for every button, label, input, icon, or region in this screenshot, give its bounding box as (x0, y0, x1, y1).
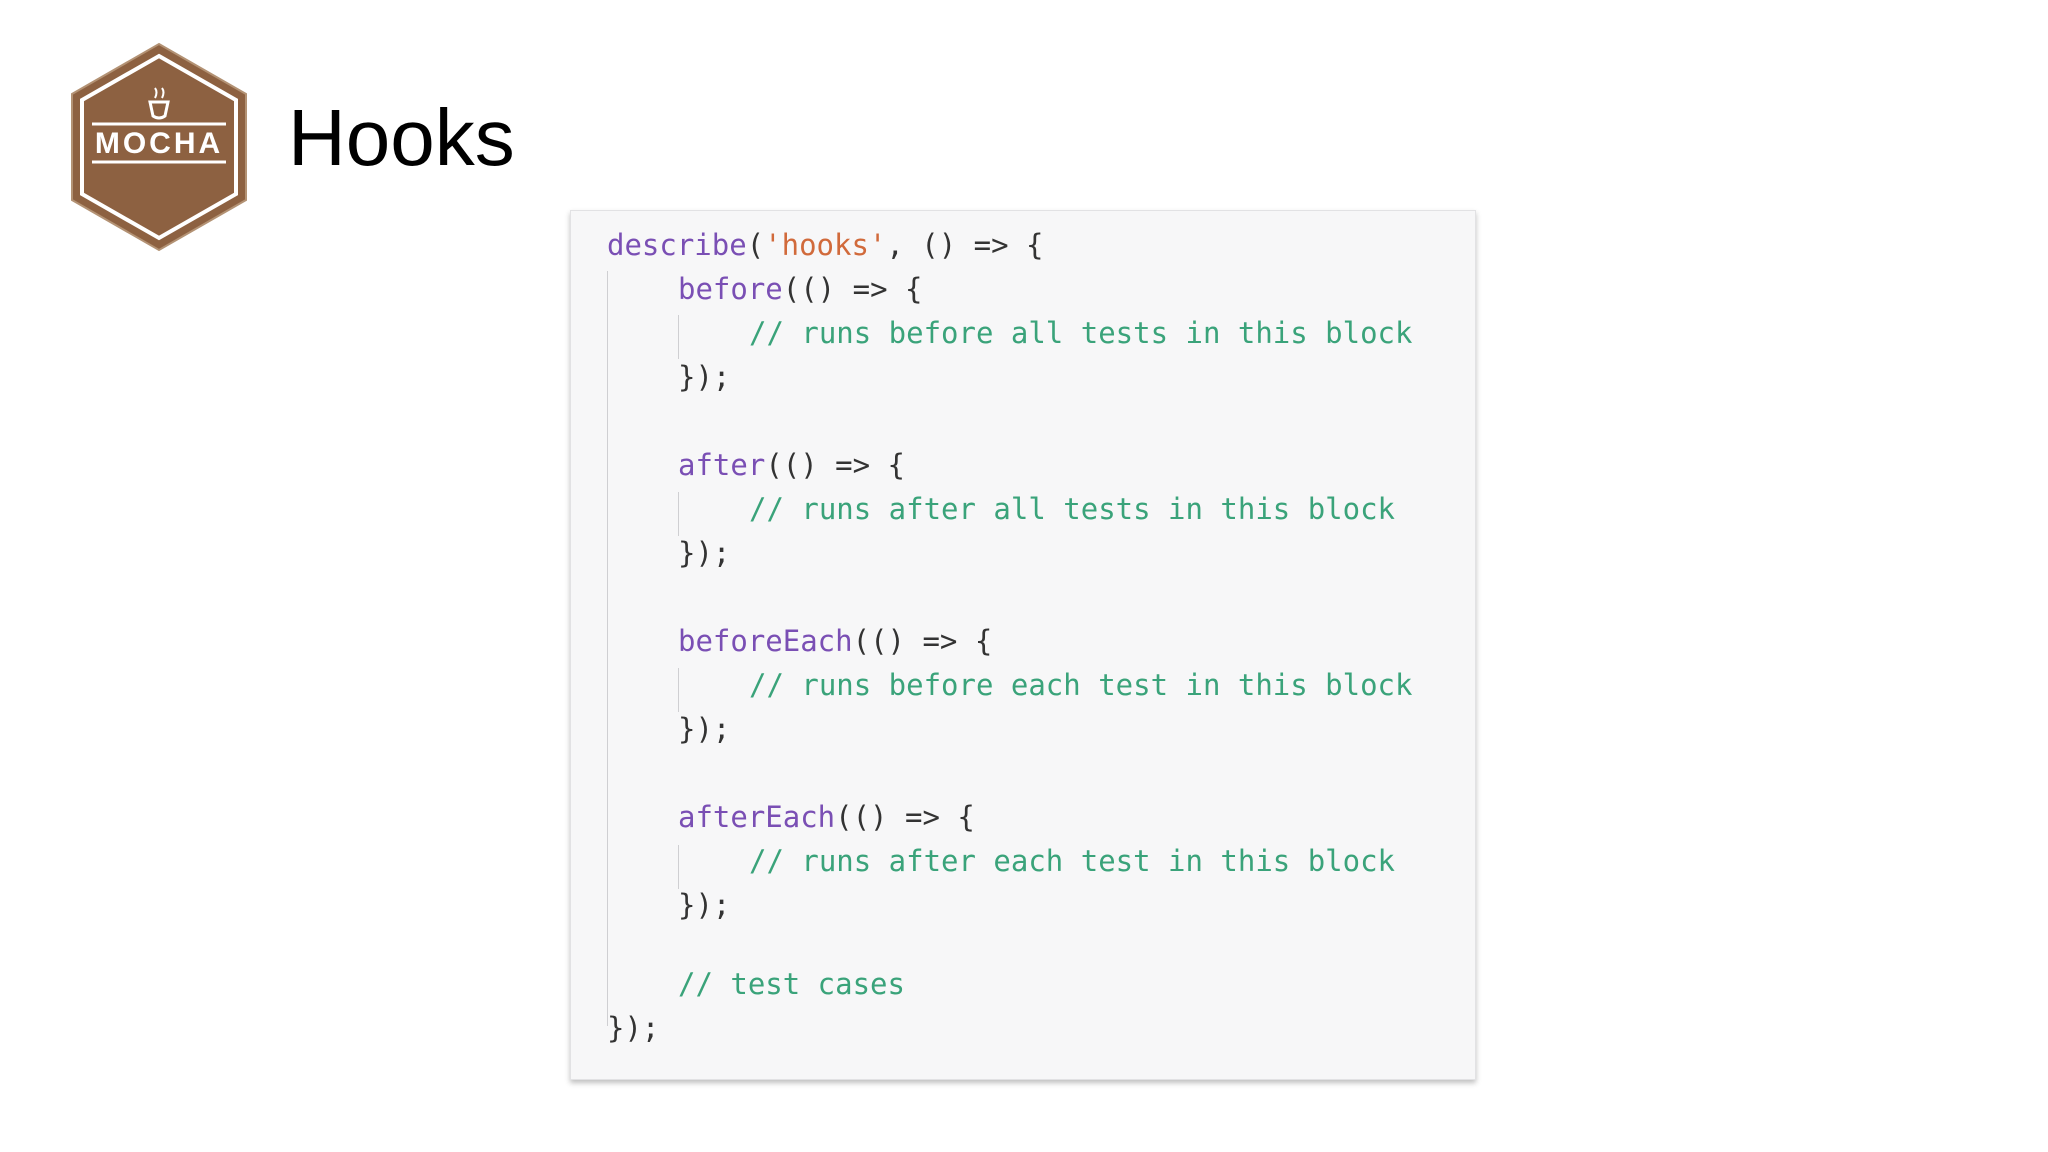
afterEach-close: }); (678, 888, 731, 922)
code-line-afterEach: afterEach(() => { (607, 795, 1475, 839)
code-line-test-cases: // test cases (607, 962, 1475, 1006)
blank-line (607, 399, 1475, 443)
code-line-before-close: }); (607, 355, 1475, 399)
before-comment: // runs before all tests in this block (749, 316, 1413, 350)
logo-inner-outline (80, 53, 238, 241)
code-line-beforeEach: beforeEach(() => { (607, 619, 1475, 663)
indent-guide-beforeEach (678, 668, 679, 712)
code-line-describe-close: }); (607, 1006, 1475, 1050)
beforeEach-rest: (() => { (852, 624, 993, 658)
code-line-afterEach-comment: // runs after each test in this block (607, 839, 1475, 883)
after-close: }); (678, 536, 731, 570)
afterEach-keyword: afterEach (678, 800, 836, 834)
beforeEach-keyword: beforeEach (678, 624, 853, 658)
indent-guide-describe (607, 271, 608, 1026)
indent-guide-afterEach (678, 845, 679, 889)
afterEach-rest: (() => { (835, 800, 975, 834)
describe-open-paren: ( (746, 228, 765, 262)
blank-line (607, 575, 1475, 619)
page-title: Hooks (288, 93, 515, 182)
describe-string: 'hooks' (764, 228, 887, 262)
beforeEach-comment: // runs before each test in this block (749, 668, 1413, 702)
describe-rest: , () => { (886, 228, 1044, 262)
before-close: }); (678, 360, 731, 394)
code-line-after: after(() => { (607, 443, 1475, 487)
mocha-logo: MOCHA (71, 42, 247, 252)
beforeEach-close: }); (678, 712, 731, 746)
code-line-afterEach-close: }); (607, 883, 1475, 927)
after-keyword: after (678, 448, 766, 482)
code-line-beforeEach-close: }); (607, 707, 1475, 751)
after-rest: (() => { (765, 448, 905, 482)
blank-line (607, 927, 1475, 962)
code-line-after-close: }); (607, 531, 1475, 575)
code-line-before: before(() => { (607, 267, 1475, 311)
test-cases-comment: // test cases (678, 967, 905, 1001)
indent-guide-after (678, 492, 679, 536)
before-keyword: before (678, 272, 783, 306)
after-comment: // runs after all tests in this block (749, 492, 1396, 526)
logo-text: MOCHA (95, 127, 223, 160)
logo-hexagon (71, 42, 247, 252)
code-line-describe: describe('hooks', () => { (607, 223, 1475, 267)
afterEach-comment: // runs after each test in this block (749, 844, 1396, 878)
blank-line (607, 751, 1475, 795)
indent-guide-before (678, 315, 679, 359)
code-lines: describe('hooks', () => { before(() => {… (607, 223, 1475, 1050)
code-line-beforeEach-comment: // runs before each test in this block (607, 663, 1475, 707)
code-line-after-comment: // runs after all tests in this block (607, 487, 1475, 531)
before-rest: (() => { (782, 272, 923, 306)
describe-close: }); (607, 1011, 660, 1045)
code-block: describe('hooks', () => { before(() => {… (570, 210, 1476, 1080)
coffee-cup-icon (148, 87, 170, 120)
code-line-before-comment: // runs before all tests in this block (607, 311, 1475, 355)
describe-keyword: describe (607, 228, 747, 262)
